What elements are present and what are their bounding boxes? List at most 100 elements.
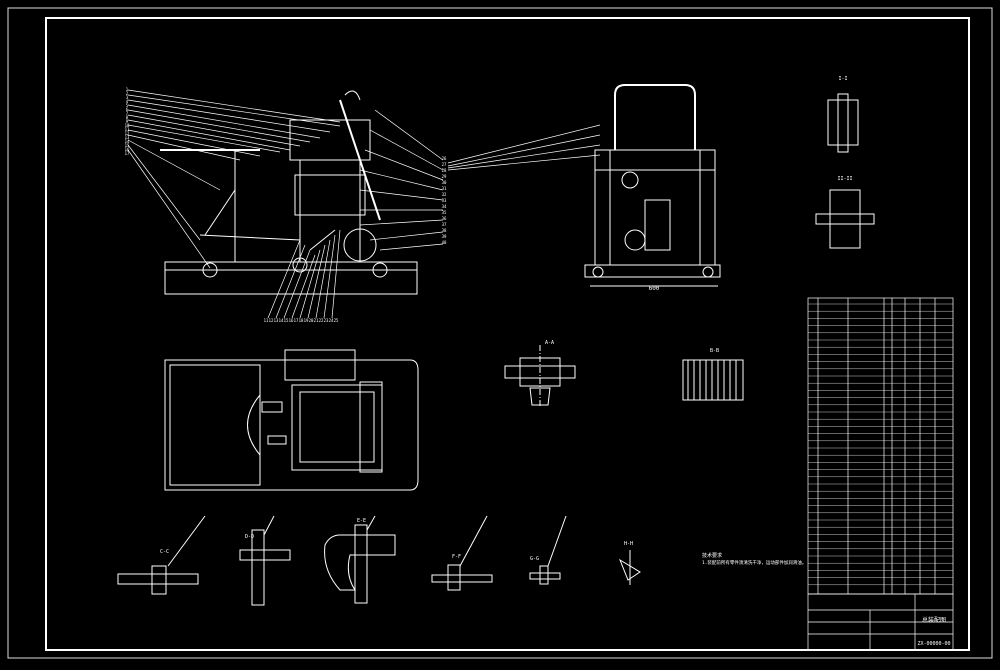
side-mid-block bbox=[294, 174, 366, 216]
det-c-leader bbox=[167, 515, 206, 567]
leader-line bbox=[267, 239, 301, 319]
leader-line bbox=[374, 109, 444, 161]
part-balloon: 35 bbox=[442, 210, 447, 215]
side-base-frame bbox=[164, 261, 418, 295]
leader-line bbox=[331, 229, 341, 319]
part-balloon: 30 bbox=[442, 180, 447, 185]
det-e-label: E-E bbox=[357, 518, 366, 524]
part-balloon: 25 bbox=[334, 318, 339, 323]
part-balloon: 13 bbox=[125, 135, 130, 140]
top-bracket-1 bbox=[261, 401, 283, 413]
leader-line bbox=[447, 134, 601, 167]
detail-row bbox=[117, 515, 641, 606]
det-g-pin bbox=[539, 565, 549, 585]
part-balloon: 17 bbox=[294, 318, 299, 323]
leader-line bbox=[127, 104, 321, 139]
tech-req-title: 技术要求 bbox=[702, 552, 722, 559]
sec-b-outline bbox=[682, 359, 744, 401]
side-pulley bbox=[343, 228, 377, 262]
side-leaders-right bbox=[359, 109, 444, 251]
part-balloon: 5 bbox=[126, 103, 129, 108]
front-hub-1 bbox=[621, 171, 639, 189]
part-balloon: 22 bbox=[319, 318, 324, 323]
leader-line bbox=[323, 234, 336, 319]
part-balloon: 1 bbox=[126, 87, 129, 92]
det-g-label: G-G bbox=[530, 556, 539, 562]
detail-2-bolt bbox=[815, 213, 875, 225]
title-block-drawing-no: ZX-00000-00 bbox=[917, 641, 950, 647]
leader-line bbox=[127, 144, 201, 241]
part-balloon: 39 bbox=[442, 234, 447, 239]
leader-line bbox=[447, 154, 601, 171]
part-balloon: 36 bbox=[442, 216, 447, 221]
side-view bbox=[160, 90, 418, 295]
leader-line bbox=[359, 219, 444, 226]
part-balloon: 38 bbox=[442, 228, 447, 233]
detail-1-label: I-I bbox=[838, 76, 847, 82]
top-backrest bbox=[359, 381, 383, 473]
part-balloon: 26 bbox=[442, 156, 447, 161]
leader-line bbox=[127, 119, 291, 151]
detail-view-2 bbox=[815, 189, 875, 249]
part-balloon: 14 bbox=[125, 139, 130, 144]
part-balloon: 15 bbox=[125, 143, 130, 148]
top-curve bbox=[247, 394, 261, 456]
part-balloon: 12 bbox=[125, 131, 130, 136]
detail-1-bolt bbox=[837, 93, 849, 153]
leader-line bbox=[127, 94, 341, 127]
leader-line bbox=[127, 99, 331, 133]
det-d-label: D-D bbox=[245, 534, 254, 540]
side-link-1 bbox=[199, 234, 301, 241]
side-seat-block bbox=[289, 119, 371, 161]
leader-line bbox=[127, 124, 281, 153]
front-wheel-1 bbox=[592, 266, 604, 278]
front-body bbox=[594, 149, 716, 266]
leader-line bbox=[127, 114, 301, 147]
part-balloon: 31 bbox=[442, 186, 447, 191]
part-balloon: 40 bbox=[442, 240, 447, 245]
inner-frame bbox=[45, 17, 970, 651]
front-motor bbox=[624, 229, 646, 251]
leader-line bbox=[299, 249, 321, 319]
det-d-bolt bbox=[251, 529, 265, 606]
leader-line bbox=[379, 243, 444, 251]
leader-line bbox=[307, 244, 326, 319]
detail-view-1 bbox=[827, 93, 859, 153]
front-leaders bbox=[447, 124, 601, 171]
side-link-2 bbox=[204, 189, 236, 236]
part-balloon: 4 bbox=[126, 99, 129, 104]
part-balloon: 8 bbox=[126, 115, 129, 120]
title-block bbox=[807, 593, 954, 651]
sec-a-label: A-A bbox=[545, 340, 554, 346]
leader-line bbox=[127, 89, 341, 123]
side-handle-grip bbox=[344, 90, 361, 101]
leader-line bbox=[315, 239, 331, 319]
part-balloon: 7 bbox=[126, 111, 129, 116]
det-c-bolt bbox=[151, 565, 167, 595]
detail-2-body bbox=[829, 189, 861, 249]
section-view-a bbox=[504, 345, 576, 408]
part-balloon: 21 bbox=[314, 318, 319, 323]
part-balloon: 37 bbox=[442, 222, 447, 227]
sec-b-label: B-B bbox=[710, 348, 719, 354]
det-f-nut bbox=[447, 564, 461, 591]
top-seat-inner bbox=[299, 391, 375, 463]
leader-line bbox=[127, 134, 241, 161]
leader-line bbox=[127, 149, 211, 269]
part-balloon: 19 bbox=[304, 318, 309, 323]
part-balloon: 17 bbox=[125, 151, 130, 156]
front-view bbox=[584, 84, 721, 287]
det-h-label: H-H bbox=[624, 541, 633, 547]
part-balloon: 2 bbox=[126, 91, 129, 96]
leader-line bbox=[369, 231, 444, 241]
leader-line bbox=[364, 149, 444, 181]
leader-line bbox=[447, 124, 601, 164]
part-balloon: 15 bbox=[284, 318, 289, 323]
det-e-housing bbox=[324, 534, 396, 591]
top-view bbox=[164, 349, 419, 491]
outer-frame bbox=[7, 7, 993, 659]
part-balloon: 18 bbox=[299, 318, 304, 323]
